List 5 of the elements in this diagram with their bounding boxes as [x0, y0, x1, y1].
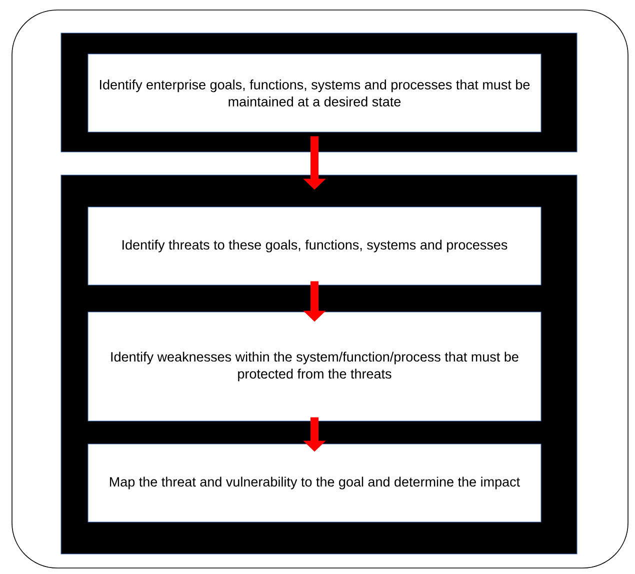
step-box: Map the threat and vulnerability to the goal and determine the impact	[88, 444, 542, 522]
step-box: Identify threats to these goals, functions, systems and processes	[88, 206, 542, 286]
step-box: Identify enterprise goals, functions, systems and processes that must be maintained at a desired state	[88, 54, 542, 132]
step-box: Identify weaknesses within the system/function/process that must be protected from the threats	[88, 312, 542, 422]
frame-box	[12, 10, 628, 568]
